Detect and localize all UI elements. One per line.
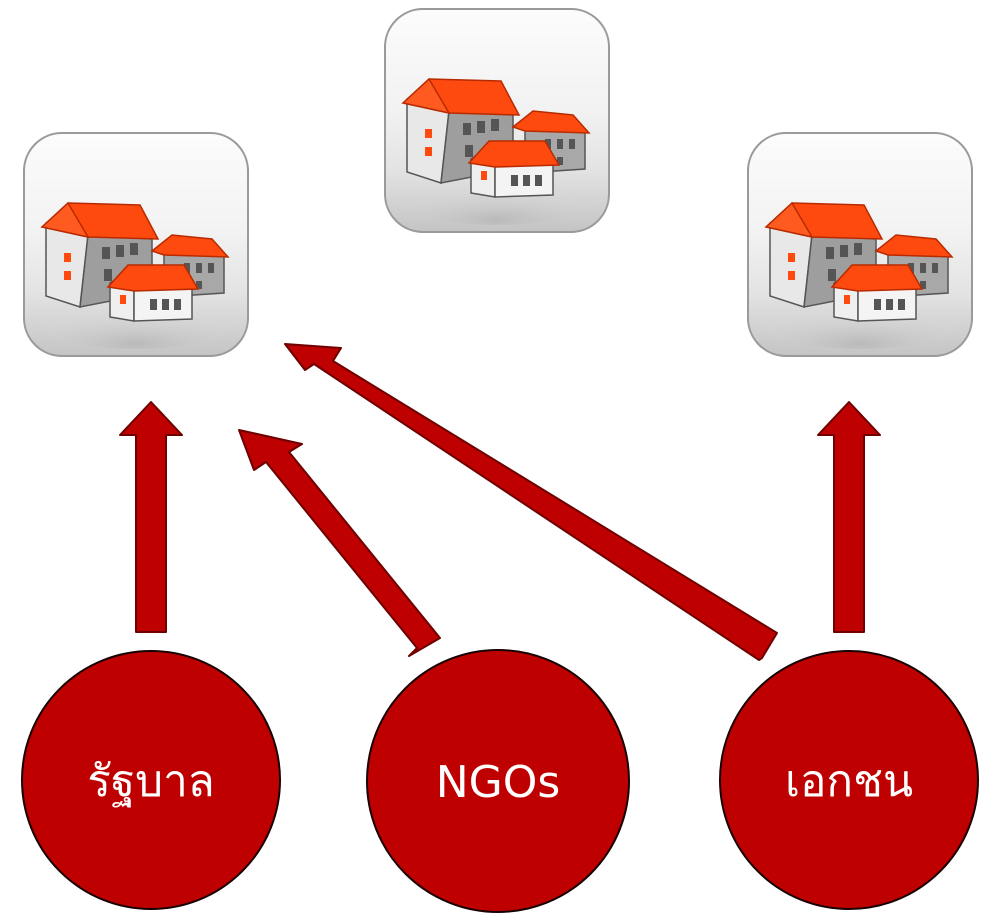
- actor-ngos-label: NGOs: [436, 757, 561, 808]
- house-tile-left: [23, 132, 249, 357]
- actor-government: รัฐบาล: [21, 650, 281, 910]
- house-tile-center: [384, 8, 610, 233]
- arrow-ngos-to-left-houses: [238, 429, 441, 657]
- house-tile-right: [747, 132, 973, 357]
- actor-private: เอกชน: [719, 650, 979, 910]
- arrow-private-to-left-houses: [284, 343, 778, 661]
- arrow-private-to-right-houses: [817, 401, 881, 633]
- actor-private-label: เอกชน: [785, 756, 913, 807]
- actor-ngos: NGOs: [366, 649, 630, 913]
- actor-government-label: รัฐบาล: [87, 756, 215, 807]
- arrow-government-to-left-houses: [119, 401, 183, 633]
